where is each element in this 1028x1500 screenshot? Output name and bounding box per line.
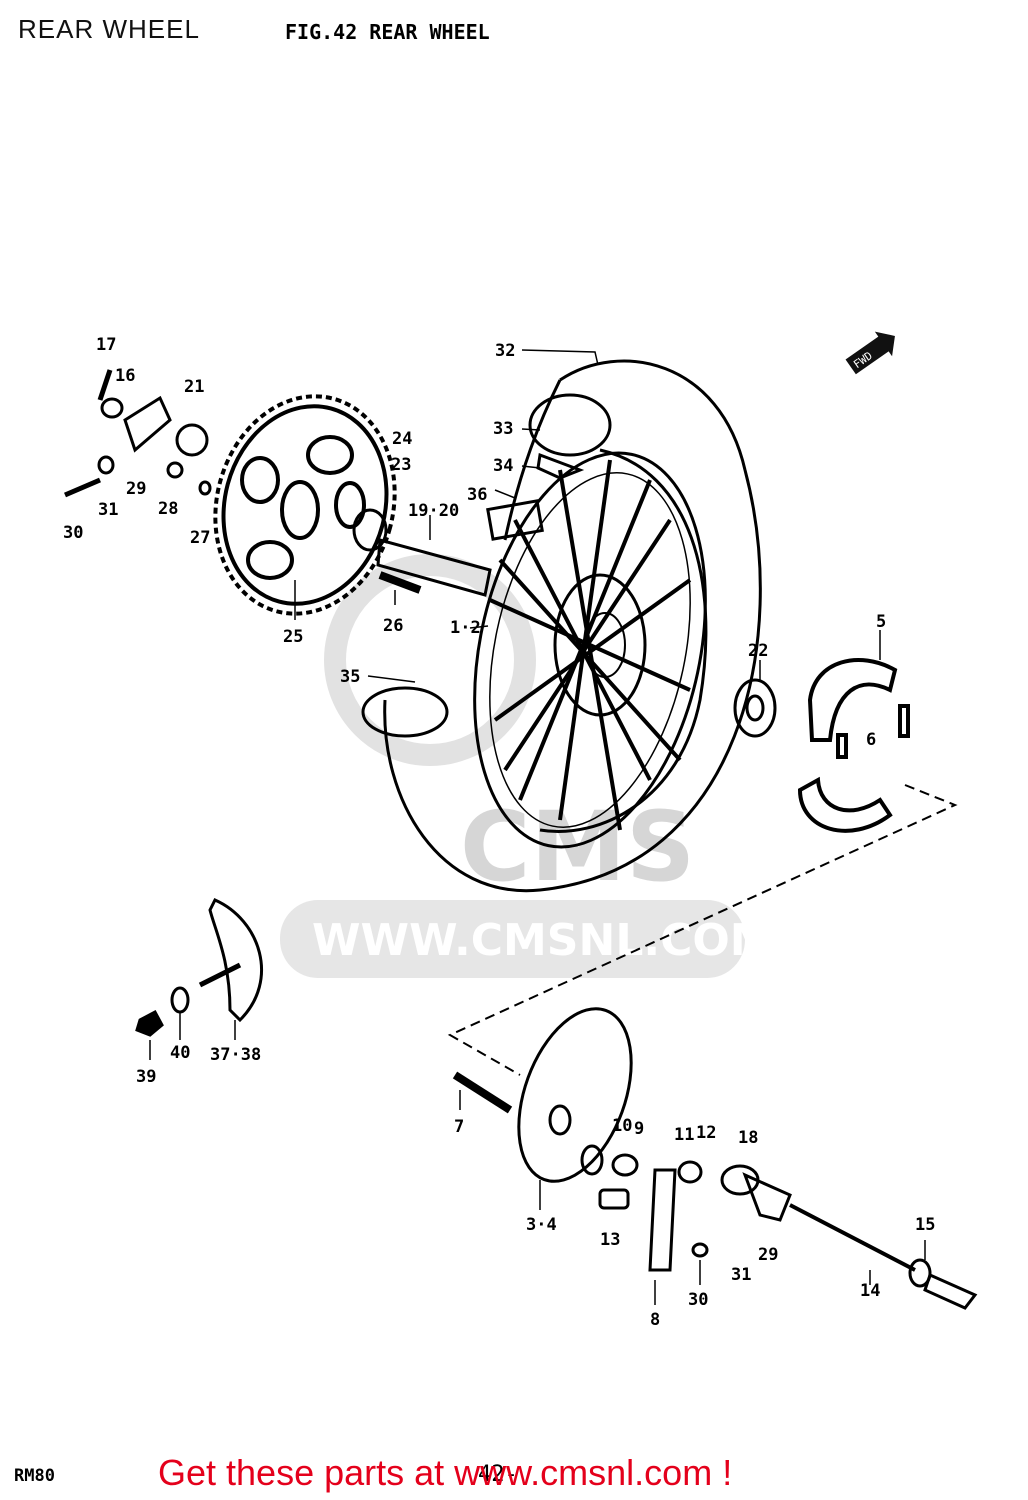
part-label: 19·20 — [408, 501, 459, 521]
part-label: 14 — [860, 1281, 880, 1301]
chain-adjuster-left — [64, 369, 212, 498]
rear-wheel-rim — [473, 451, 707, 849]
buy-parts-link[interactable]: Get these parts at www.cmsnl.com ! — [158, 1452, 733, 1493]
part-label: 40 — [170, 1043, 190, 1063]
part-label: 30 — [688, 1290, 708, 1310]
part-label: 31 — [98, 500, 118, 520]
part-label: 31 — [731, 1265, 751, 1285]
part-label: 6 — [866, 730, 876, 750]
part-label: 39 — [136, 1067, 156, 1087]
exploded-parts-diagram: CMS WWW.CMSNL.COM FWD — [63, 331, 978, 1330]
part-label: 18 — [738, 1128, 758, 1148]
figure-title: FIG.42 REAR WHEEL — [285, 20, 490, 44]
part-label: 22 — [748, 641, 768, 661]
page-number: 42- — [478, 1462, 518, 1487]
part-label: 36 — [467, 485, 487, 505]
hub-components — [352, 508, 777, 738]
part-label: 7 — [454, 1117, 464, 1137]
model-code: RM80 — [14, 1466, 55, 1486]
part-label: 21 — [184, 377, 204, 397]
sprocket-protector — [135, 898, 263, 1037]
rear-tire — [361, 359, 762, 893]
part-label: 27 — [190, 528, 210, 548]
rim-band — [486, 393, 612, 541]
part-label: 17 — [96, 335, 116, 355]
part-label: 23 — [391, 455, 411, 475]
watermark-url-text: WWW.CMSNL.COM — [312, 915, 774, 966]
part-label: 5 — [876, 612, 886, 632]
part-label: 8 — [650, 1310, 660, 1330]
part-label: 25 — [283, 627, 303, 647]
part-label: 24 — [392, 429, 412, 449]
part-label: 29 — [758, 1245, 778, 1265]
rear-sprocket — [213, 394, 397, 616]
part-label: 28 — [158, 499, 178, 519]
part-label: 26 — [383, 616, 403, 636]
assembly-guide-lines — [447, 784, 958, 1076]
part-label: 33 — [493, 419, 513, 439]
brake-shoes — [797, 658, 910, 833]
leader-lines — [149, 349, 926, 1305]
part-label: 1·2 — [450, 618, 481, 638]
fwd-arrow-icon: FWD — [845, 331, 895, 375]
axle-assembly — [598, 1153, 978, 1310]
part-label: 10 — [612, 1116, 632, 1136]
part-label: 37·38 — [210, 1045, 261, 1065]
watermark-logo: CMS WWW.CMSNL.COM — [280, 554, 774, 978]
brake-panel — [452, 1007, 633, 1183]
part-label: 34 — [493, 456, 513, 476]
part-label: 32 — [495, 341, 515, 361]
part-label: 15 — [915, 1215, 935, 1235]
part-label: 12 — [696, 1123, 716, 1143]
part-label: 29 — [126, 479, 146, 499]
part-label: 30 — [63, 523, 83, 543]
part-label: 16 — [115, 366, 135, 386]
part-label: 11 — [674, 1125, 694, 1145]
part-label: 3·4 — [526, 1215, 557, 1235]
part-label: 13 — [600, 1230, 620, 1250]
part-label: 9 — [634, 1119, 644, 1139]
page-title: REAR WHEEL — [18, 14, 200, 44]
part-label: 35 — [340, 667, 360, 687]
part-number-labels: 17 16 21 29 31 30 28 27 24 23 25 26 19·2… — [63, 335, 935, 1330]
